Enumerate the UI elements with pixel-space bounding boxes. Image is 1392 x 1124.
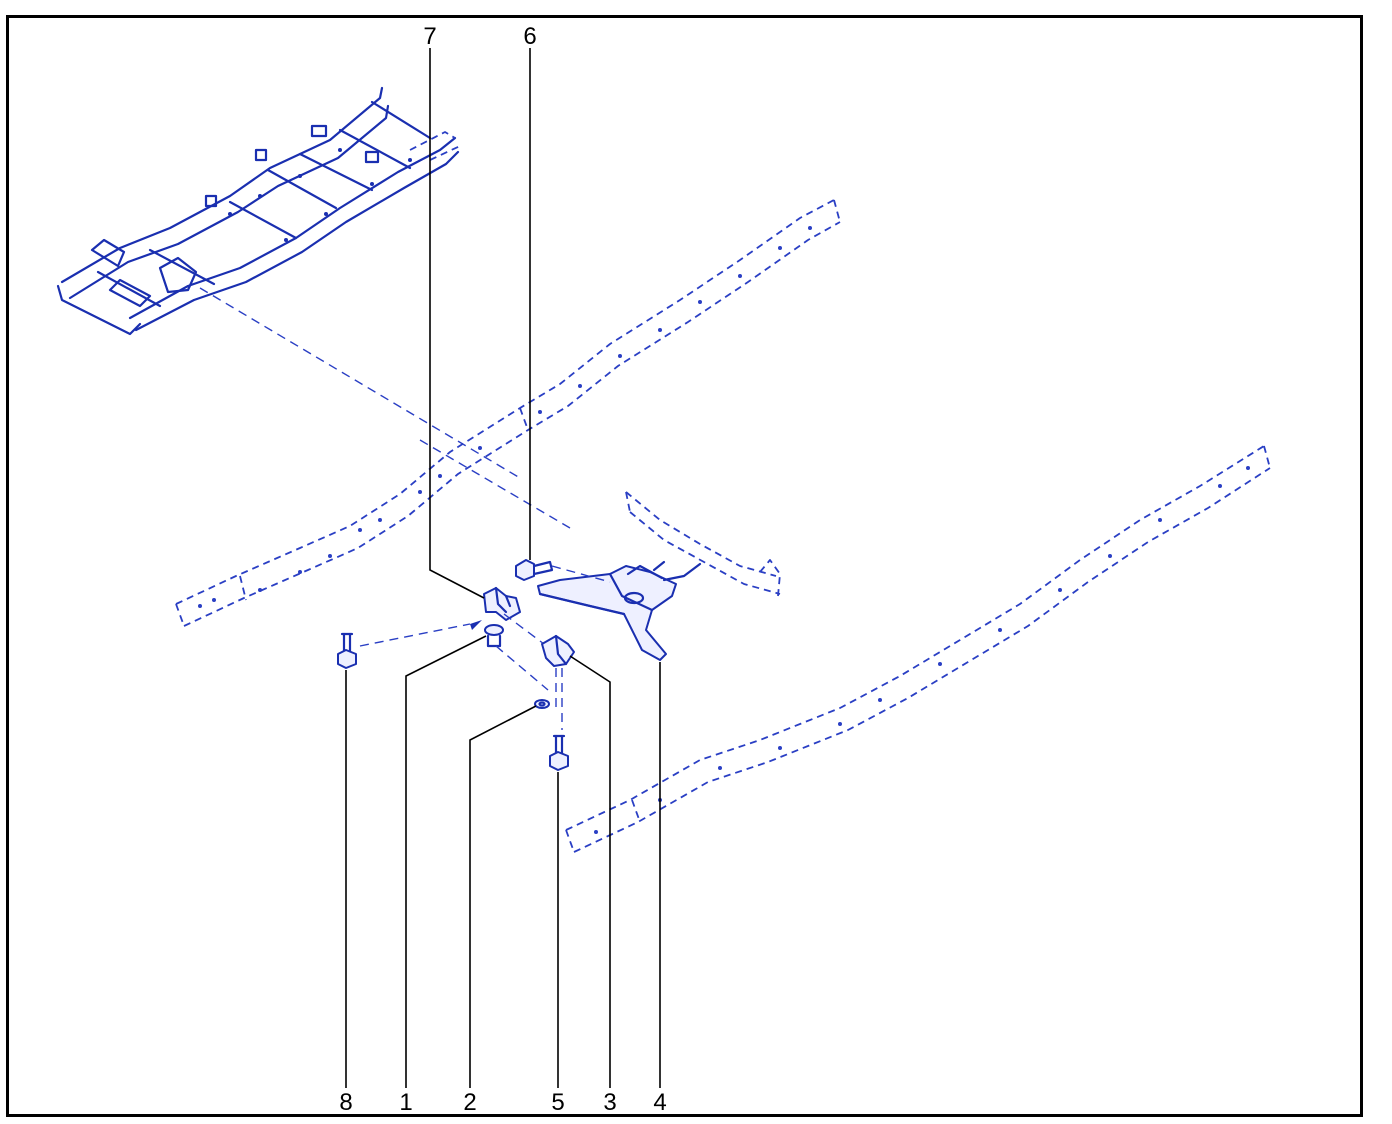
callout-6: 6	[523, 23, 536, 50]
bolt-upper	[515, 559, 611, 583]
callout-3: 3	[603, 1089, 616, 1116]
bolt-lower	[549, 734, 569, 771]
spacer-plate	[484, 613, 553, 691]
mount-bracket	[483, 586, 521, 621]
rubber-mount	[541, 634, 575, 730]
callout-labels: 7 6 8 1 2 5 3 4	[339, 23, 666, 1116]
callout-4: 4	[653, 1089, 666, 1116]
transmission-crossmember	[537, 560, 702, 661]
callout-2: 2	[463, 1089, 476, 1116]
callout-1: 1	[399, 1089, 412, 1116]
diagram-frame	[6, 15, 1363, 1117]
leader-lines	[345, 48, 661, 1088]
chassis-overview	[56, 86, 461, 336]
cross-member-ghost	[625, 491, 781, 597]
detail-guide-line	[199, 287, 521, 479]
callout-5: 5	[551, 1089, 564, 1116]
frame-rail-left-ghost	[175, 199, 841, 627]
callout-8: 8	[339, 1089, 352, 1116]
washer	[534, 699, 550, 709]
callout-7: 7	[423, 23, 436, 50]
frame-rail-right-ghost	[565, 445, 1271, 853]
bolt-left	[337, 620, 482, 669]
